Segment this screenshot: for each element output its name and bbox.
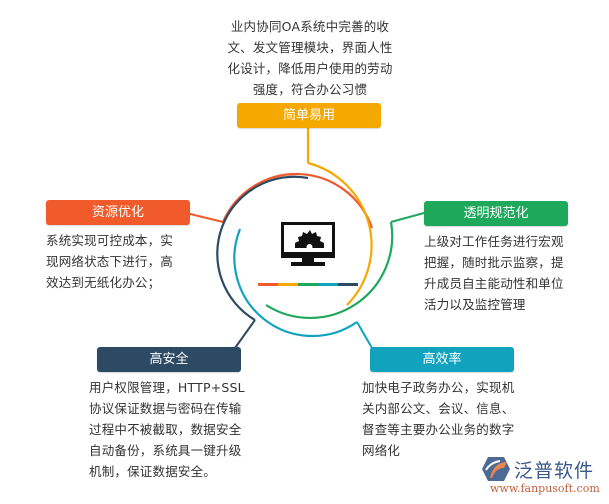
security-description: 用户权限管理，HTTP+SSL 协议保证数据与密码在传输 过程中不被截取，数据安… (89, 377, 245, 482)
desc-line: 化设计，降低用户使用的劳动 (227, 61, 393, 76)
desc-line: 效达到无纸化办公； (46, 275, 161, 290)
label-security: 高安全 (97, 347, 241, 372)
transparent-description: 上级对工作任务进行宏观 把握，随时批示监察，提 升成员自主能动性和单位 活力以及… (424, 231, 564, 315)
desc-line: 把握，随时批示监察，提 (424, 255, 564, 270)
label-resource: 资源优化 (46, 200, 190, 225)
label-simple: 简单易用 (237, 103, 381, 128)
desc-line: 自动备份，系统具一键升级 (89, 443, 242, 458)
brand-logo: 泛普软件 www.fanpusoft.com (480, 456, 605, 500)
desc-line: 现网络状态下进行，高 (46, 254, 174, 269)
desc-line: 活力以及监控管理 (424, 297, 526, 312)
monitor-gear-icon (281, 222, 335, 268)
fanpu-logo-icon (482, 457, 510, 481)
efficiency-description: 加快电子政务办公，实现机 关内部公文、会议、信息、 督查等主要办公业务的数字 网… (362, 377, 514, 461)
desc-line: 上级对工作任务进行宏观 (424, 234, 564, 249)
resource-description: 系统实现可控成本，实 现网络状态下进行，高 效达到无纸化办公； (46, 230, 173, 293)
desc-line: 督查等主要办公业务的数字 (362, 422, 515, 437)
desc-line: 关内部公文、会议、信息、 (362, 401, 515, 416)
desc-line: 系统实现可控成本，实 (46, 233, 174, 248)
desc-line: 加快电子政务办公，实现机 (362, 380, 515, 395)
desc-line: 网络化 (362, 443, 401, 458)
desc-line: 用户权限管理，HTTP+SSL (89, 380, 245, 395)
logo-url: www.fanpusoft.com (490, 482, 600, 495)
desc-line: 业内协同OA系统中完善的收 (230, 19, 390, 34)
color-stripe (258, 283, 358, 286)
logo-name: 泛普软件 (514, 460, 595, 482)
desc-line: 过程中不被截取，数据安全 (89, 422, 242, 437)
label-efficiency: 高效率 (370, 347, 514, 372)
desc-line: 强度，符合办公习惯 (252, 82, 368, 97)
label-transparent: 透明规范化 (424, 201, 568, 226)
desc-line: 文、发文管理模块，界面人性 (227, 40, 393, 55)
simple-description: 业内协同OA系统中完善的收 文、发文管理模块，界面人性 化设计，降低用户使用的劳… (205, 16, 415, 100)
desc-line: 升成员自主能动性和单位 (424, 276, 564, 291)
desc-line: 机制，保证数据安全。 (89, 464, 217, 479)
desc-line: 协议保证数据与密码在传输 (89, 401, 242, 416)
